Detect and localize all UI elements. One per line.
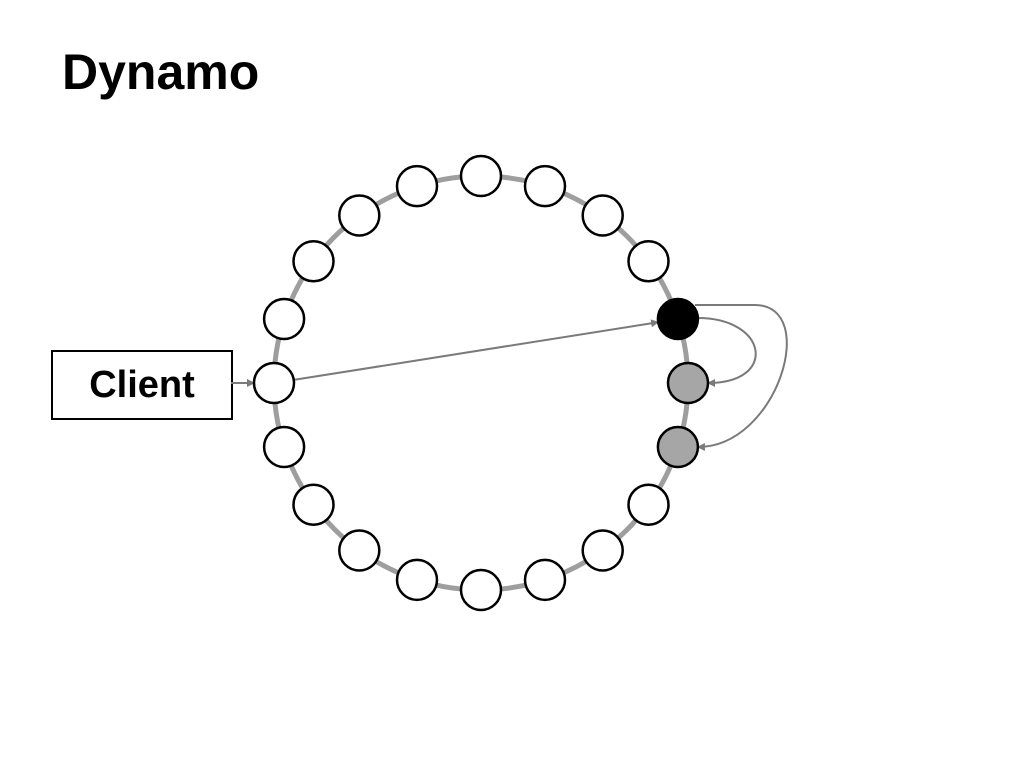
coordinator-node xyxy=(656,297,700,341)
replica-node xyxy=(666,361,710,405)
ring-node xyxy=(459,154,503,198)
ring-node xyxy=(395,558,439,602)
ring-node xyxy=(292,483,335,526)
ring-node xyxy=(581,529,624,572)
ring-node xyxy=(252,361,296,405)
replica-node xyxy=(656,425,700,469)
ring-node xyxy=(262,297,306,341)
replicate-arrow-1 xyxy=(697,317,757,387)
slide-title: Dynamo xyxy=(62,44,260,100)
route-to-coordinator-arrow xyxy=(293,319,660,381)
arrows xyxy=(231,304,788,451)
ring-node xyxy=(338,194,381,237)
ring-nodes xyxy=(252,154,710,612)
replicate-arrow-2 xyxy=(694,304,788,451)
ring-node xyxy=(627,483,670,526)
client-box: Client xyxy=(51,350,233,420)
ring-node xyxy=(338,529,381,572)
ring-node xyxy=(581,194,624,237)
ring-node xyxy=(523,164,567,208)
ring-node xyxy=(395,164,439,208)
ring-node xyxy=(262,425,306,469)
ring-node xyxy=(523,558,567,602)
client-label: Client xyxy=(89,363,195,406)
hash-ring xyxy=(271,173,691,593)
ring-node xyxy=(627,240,670,283)
ring-node xyxy=(292,240,335,283)
ring-node xyxy=(459,568,503,612)
